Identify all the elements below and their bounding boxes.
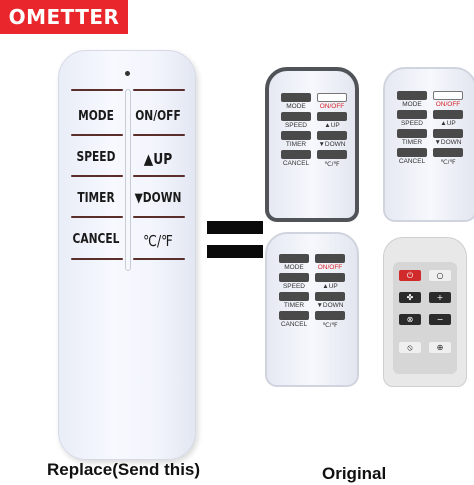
mode-icon: ⊗ [399, 314, 421, 325]
divider-line [71, 216, 123, 218]
remote-divider [125, 89, 131, 271]
divider-line [133, 89, 185, 91]
original-remote-3: MODE ON/OFF SPEED ▲UP TIMER ▼DOWN CANCEL… [265, 232, 359, 387]
original-caption: Original [322, 464, 387, 483]
timer-button[interactable]: TIMER [77, 191, 115, 206]
divider-line [71, 134, 123, 136]
plus-icon: + [429, 292, 451, 303]
power-button[interactable]: ON/OFF [135, 109, 181, 124]
brand-logo: OMETTER [0, 0, 128, 34]
divider-line [71, 89, 123, 91]
equals-bar-top [207, 221, 263, 234]
down-button[interactable]: ▼DOWN [134, 191, 182, 206]
speed-button[interactable]: SPEED [76, 150, 116, 165]
divider-line [133, 134, 185, 136]
mode-button[interactable]: MODE [78, 109, 114, 124]
remote-led [125, 71, 130, 76]
replacement-remote: MODE SPEED TIMER CANCEL ON/OFF ▲UP ▼DOWN… [58, 50, 196, 460]
original-remote-1: MODE ON/OFF SPEED ▲UP TIMER ▼DOWN CANCEL… [265, 67, 359, 222]
divider-line [133, 175, 185, 177]
fan-icon: ✤ [399, 292, 421, 303]
divider-line [71, 258, 123, 260]
power-icon: ⏻ [399, 270, 421, 281]
replace-caption: Replace(Send this) [47, 460, 201, 479]
cancel-icon: ⦸ [399, 342, 421, 353]
swing-icon: ⊕ [429, 342, 451, 353]
timer-icon: ○ [429, 270, 451, 281]
minus-icon: − [429, 314, 451, 325]
equals-bar-bottom [207, 245, 263, 258]
original-remote-4: ⏻ ○ ✤ + ⊗ − ⦸ ⊕ [383, 237, 467, 387]
temp-unit-button[interactable]: ℃/℉ [143, 232, 173, 250]
original-remote-2: MODE ON/OFF SPEED ▲UP TIMER ▼DOWN CANCEL… [383, 67, 474, 222]
up-button[interactable]: ▲UP [143, 150, 173, 168]
divider-line [133, 258, 185, 260]
cancel-button[interactable]: CANCEL [72, 232, 120, 247]
divider-line [71, 175, 123, 177]
divider-line [133, 216, 185, 218]
